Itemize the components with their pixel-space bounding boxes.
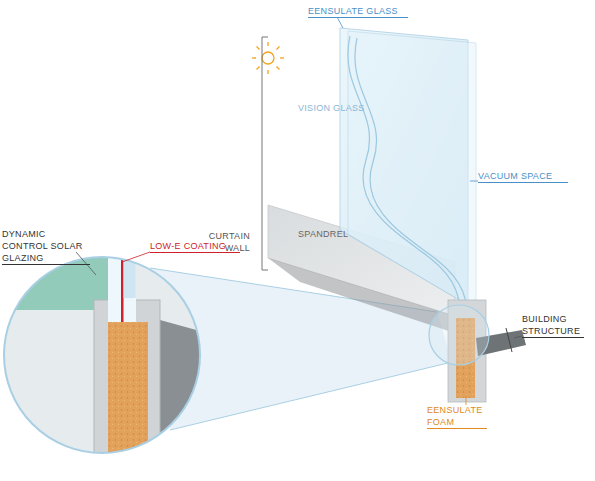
low-e-label: LOW-E COATING [150,240,240,253]
vacuum-cut-line [355,38,469,326]
building-structure-label: BUILDING STRUCTURE [522,313,584,338]
low-e-layer [121,298,124,322]
foam-label: EENSULATE FOAM [427,404,487,429]
leader-line [514,336,522,338]
glass-edge [108,298,136,322]
magnifier-large [4,257,200,453]
spandrel-label: SPANDREL [298,228,368,240]
leader-line [76,252,96,275]
vacuum-space-label: VACUUM SPACE [478,170,568,183]
leader-line [470,181,478,182]
structure-hatch [506,328,512,352]
zoom-detail [0,250,215,472]
curtain-wall-bracket [262,37,268,270]
leader-line [337,17,343,28]
detail-shadow [160,320,215,460]
vacuum-cut-line [348,36,462,326]
cone-edge [170,362,452,430]
glazing-label: DYNAMIC CONTROL SOLAR GLAZING [2,228,90,265]
glass-pane-outer [348,31,476,310]
vision-glass-label: VISION GLASS [298,102,378,114]
leader-lines [76,17,522,405]
sun-icon [252,42,284,74]
leader-line [122,252,150,262]
glass-label: EENSULATE GLASS [308,5,408,18]
magnifier-small [429,305,489,365]
